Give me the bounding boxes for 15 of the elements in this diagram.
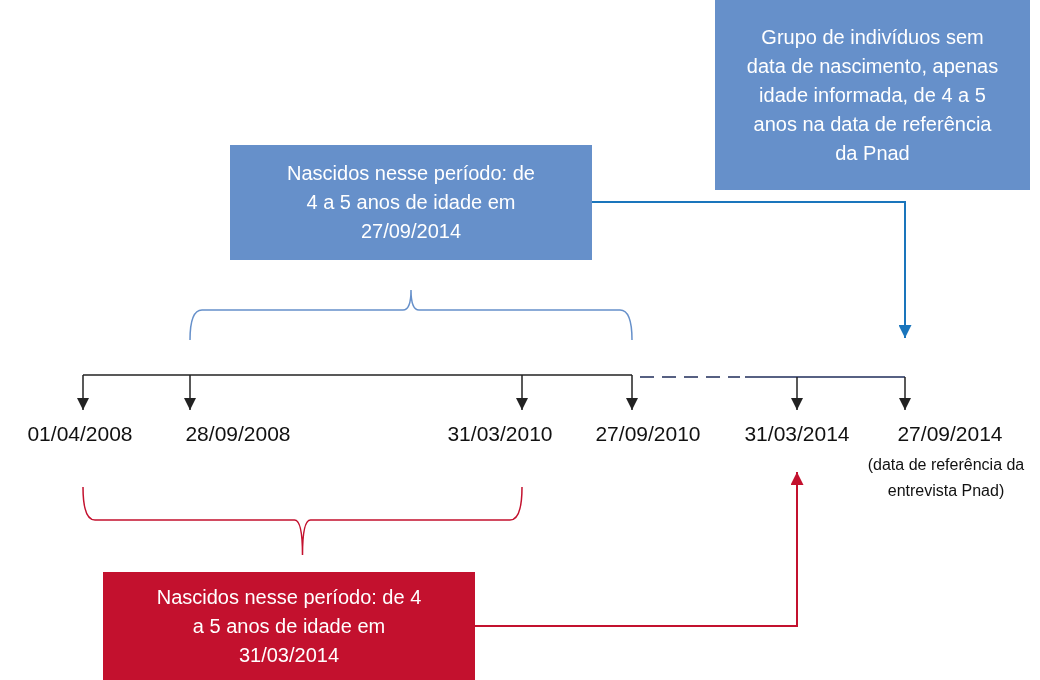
date-label: 31/03/2014 bbox=[744, 422, 850, 472]
text-box bbox=[103, 572, 475, 680]
box-text: Grupo de indivíduos sem data de nascimento, apenas idade informada, de 4 a 5 anos na data de referência da Pnad bbox=[745, 24, 1000, 166]
note-text: (data de referência da entrevista Pnad) bbox=[866, 455, 1026, 502]
text-box bbox=[230, 145, 592, 260]
box-text: Nascidos nesse período: de 4 a 5 anos de idade em 27/09/2014 bbox=[286, 161, 536, 244]
text-box bbox=[715, 0, 1030, 190]
arrow bbox=[474, 471, 804, 627]
date-label: 27/09/2014 bbox=[897, 422, 1003, 446]
date-label: 01/04/2008 bbox=[27, 422, 133, 446]
date-label: 27/09/2010 bbox=[595, 422, 701, 446]
box-text: Nascidos nesse período: de 4 a 5 anos de idade em 31/03/2014 bbox=[155, 584, 423, 668]
arrow bbox=[591, 201, 912, 339]
date-label: 28/09/2008 bbox=[185, 422, 291, 446]
date-label: 31/03/2010 bbox=[447, 422, 553, 446]
